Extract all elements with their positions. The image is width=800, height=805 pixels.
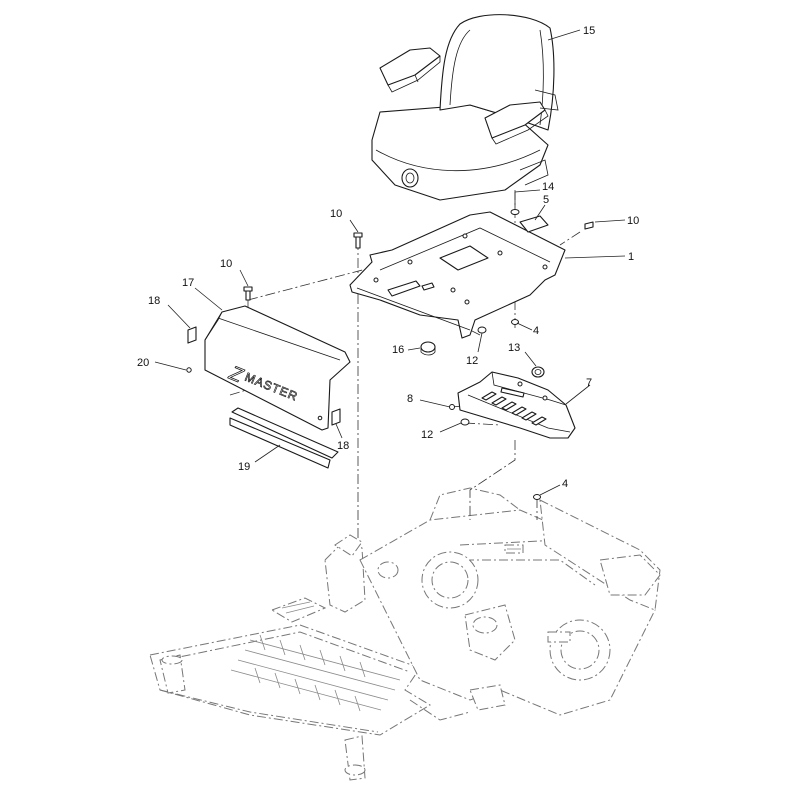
- console-cover: Z MASTER: [204, 305, 351, 431]
- decal: [229, 407, 339, 469]
- callout-10-right: 10: [627, 215, 639, 227]
- callout-10-top: 10: [330, 208, 342, 220]
- seat-mounting-plate: [349, 211, 566, 339]
- mower-frame: [149, 487, 661, 781]
- callout-20: 20: [137, 357, 149, 369]
- callout-18-top: 18: [148, 295, 160, 307]
- callout-19: 19: [238, 461, 250, 473]
- hardware: [186, 209, 594, 500]
- seat-assembly: [371, 14, 559, 201]
- foot-platform-tread: [230, 634, 401, 712]
- callout-12-plate: 12: [466, 355, 478, 367]
- callout-17: 17: [182, 277, 194, 289]
- footrest-slots: [481, 387, 547, 426]
- callout-16: 16: [392, 344, 404, 356]
- leader-lines: [154, 29, 626, 496]
- callout-labels: 15 14 5 10 1 10 10 17 18 20 4 12 16 13 7…: [137, 25, 639, 490]
- callout-8: 8: [407, 393, 413, 405]
- callout-10-left: 10: [220, 258, 232, 270]
- callout-15: 15: [583, 25, 595, 37]
- callout-5: 5: [543, 194, 549, 206]
- callout-4-plate: 4: [533, 325, 539, 337]
- footrest-bracket: [457, 371, 576, 439]
- callout-12-footrest: 12: [421, 429, 433, 441]
- callout-1: 1: [628, 251, 634, 263]
- callout-7: 7: [586, 377, 592, 389]
- callout-14: 14: [542, 181, 554, 193]
- callout-13: 13: [508, 342, 520, 354]
- callout-18-bottom: 18: [337, 440, 349, 452]
- callout-4-frame: 4: [562, 478, 568, 490]
